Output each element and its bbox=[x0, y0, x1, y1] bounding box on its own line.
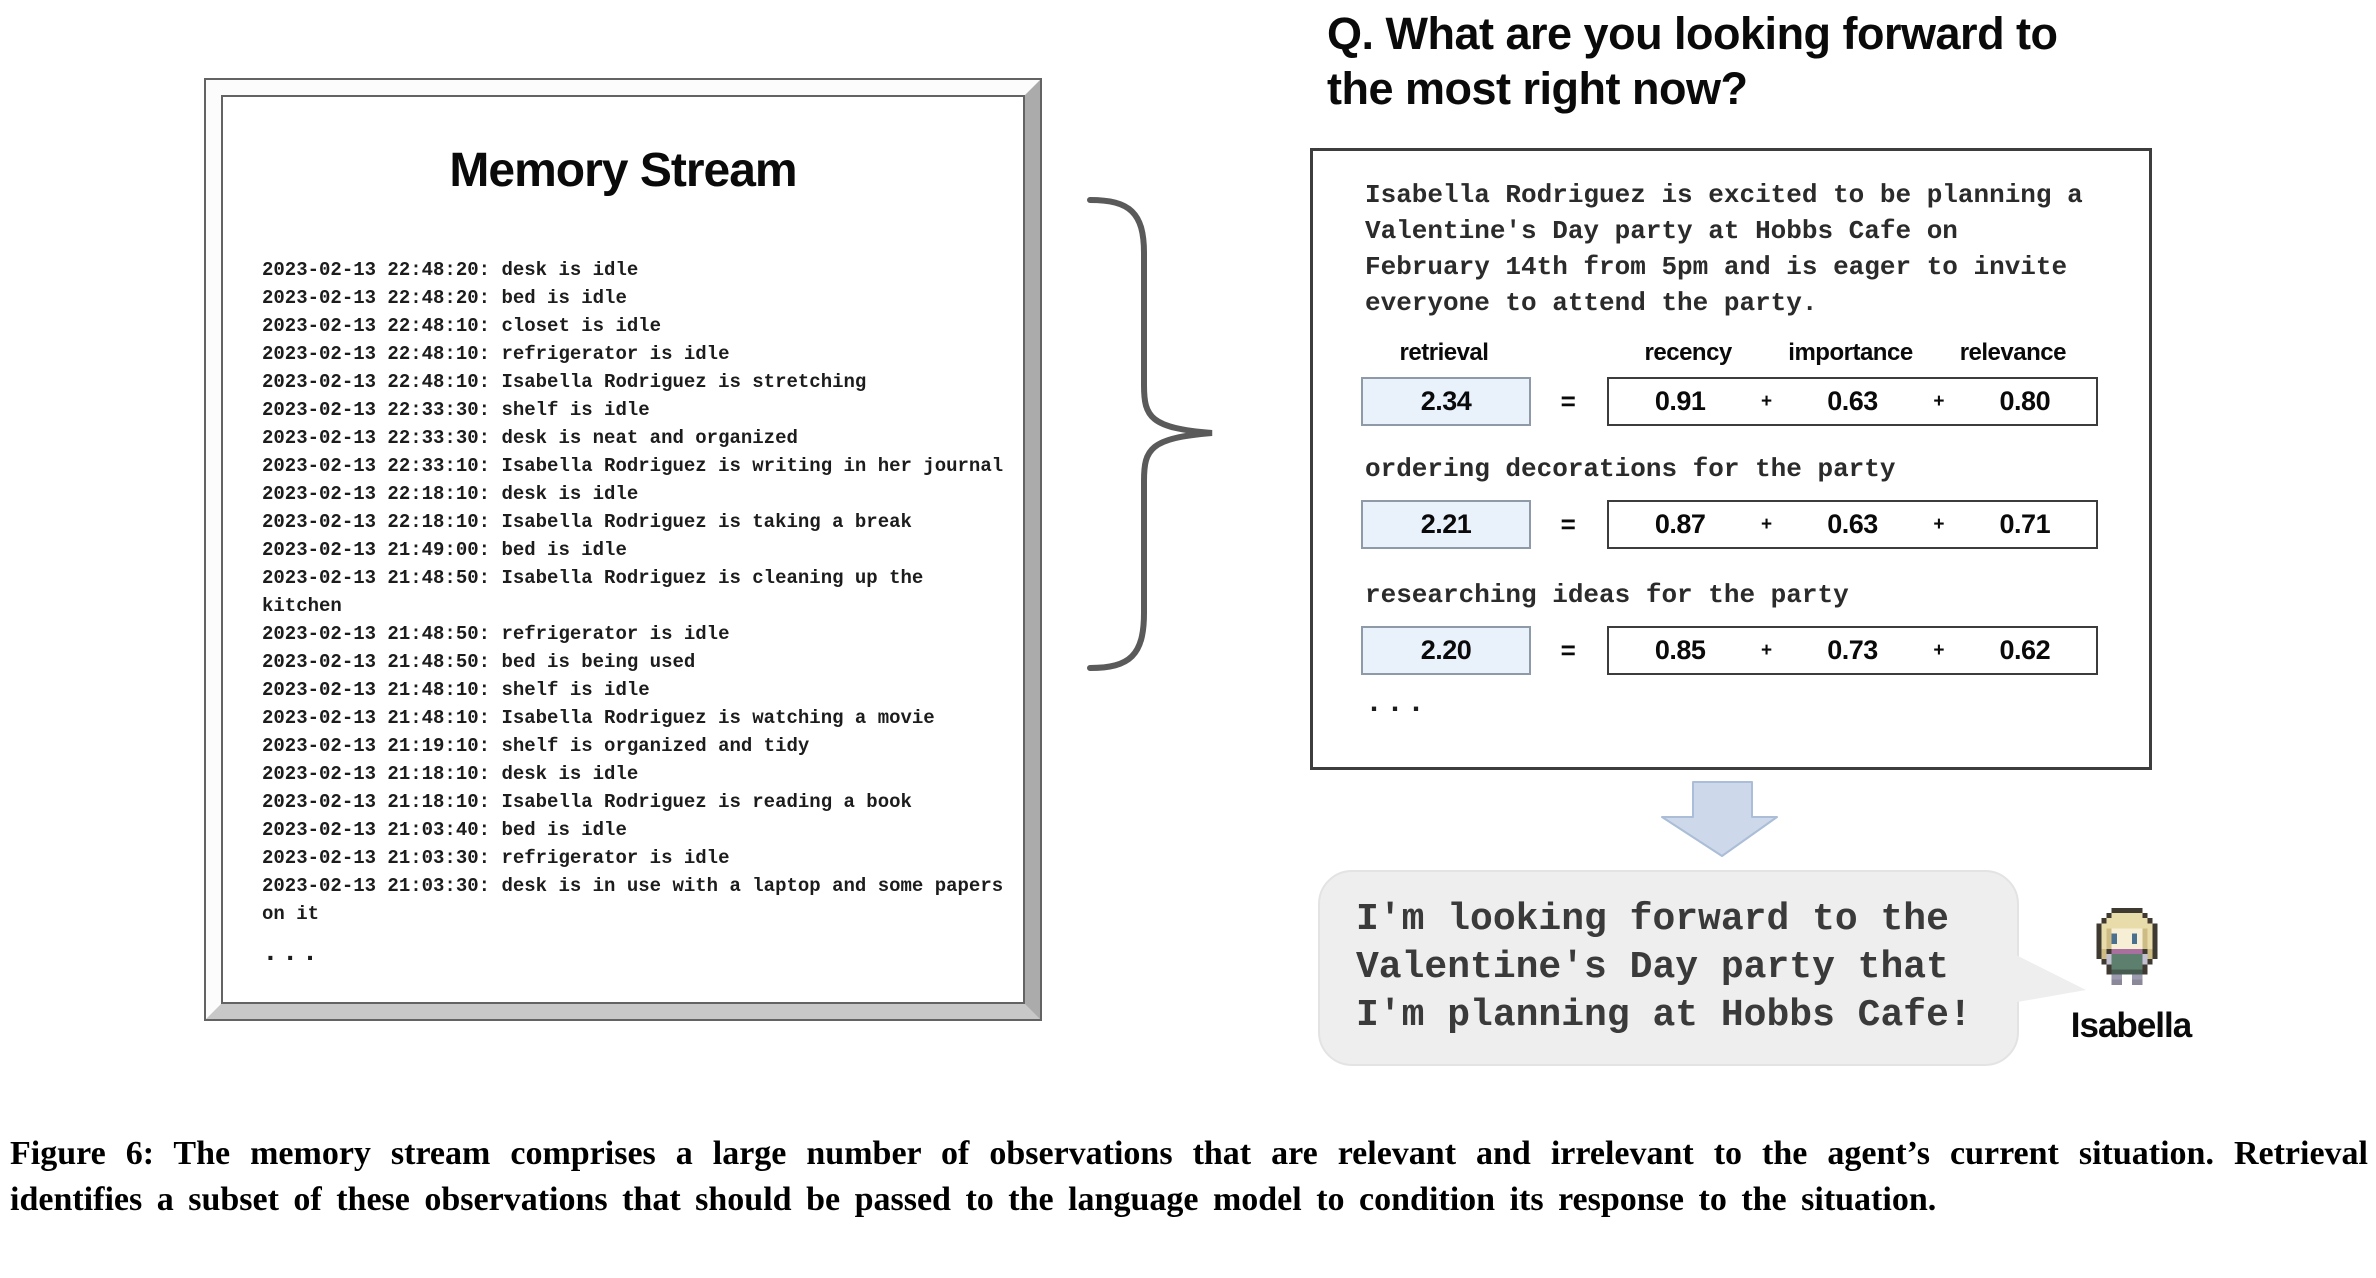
question-title: Q. What are you looking forward to the m… bbox=[1327, 6, 2058, 116]
memory-entry: on it bbox=[262, 903, 320, 925]
relevance-header: relevance bbox=[1959, 339, 2067, 366]
down-arrow-icon bbox=[1661, 781, 1778, 857]
isabella-sprite bbox=[2096, 908, 2158, 985]
speech-line: I'm planning at Hobbs Cafe! bbox=[1356, 994, 1972, 1037]
factors-box: 0.85 + 0.73 + 0.62 bbox=[1607, 626, 2098, 675]
memory-entry: 2023-02-13 22:18:10: Isabella Rodriguez … bbox=[262, 511, 912, 533]
recency-value: 0.87 bbox=[1654, 509, 1706, 539]
memory-entry: 2023-02-13 21:19:10: shelf is organized … bbox=[262, 735, 810, 757]
memory-summary: Isabella Rodriguez is excited to be plan… bbox=[1365, 177, 2083, 321]
relevance-value: 0.71 bbox=[1999, 509, 2051, 539]
frame-bevel: Memory Stream 2023-02-13 22:48:20: desk … bbox=[206, 80, 1040, 1019]
speech-bubble-tail bbox=[2006, 950, 2086, 1004]
memory-stream-list: 2023-02-13 22:48:20: desk is idle 2023-02… bbox=[262, 256, 1023, 928]
memory-entry: 2023-02-13 22:33:30: shelf is idle bbox=[262, 399, 650, 421]
speech-line: I'm looking forward to the bbox=[1356, 898, 1949, 941]
memory-stream-frame: Memory Stream 2023-02-13 22:48:20: desk … bbox=[204, 78, 1042, 1021]
retrieval-score-box: 2.21 bbox=[1361, 500, 1531, 549]
memory-entry: 2023-02-13 21:03:40: bed is idle bbox=[262, 819, 627, 841]
retrieval-score-box: 2.20 bbox=[1361, 626, 1531, 675]
memory-entry: 2023-02-13 22:18:10: desk is idle bbox=[262, 483, 639, 505]
speech-line: Valentine's Day party that bbox=[1356, 946, 1949, 989]
equals-sign: = bbox=[1560, 635, 1576, 665]
memory-entry: 2023-02-13 21:48:10: Isabella Rodriguez … bbox=[262, 707, 935, 729]
frame-inner: Memory Stream 2023-02-13 22:48:20: desk … bbox=[221, 95, 1025, 1004]
relevance-value: 0.62 bbox=[1999, 635, 2051, 665]
retrieval-header: retrieval bbox=[1399, 339, 1489, 366]
memory-entry: 2023-02-13 21:03:30: refrigerator is idl… bbox=[262, 847, 730, 869]
factor-headers: recency importance relevance bbox=[1607, 339, 2094, 367]
plus-icon: + bbox=[1933, 513, 1944, 535]
memory-entry: 2023-02-13 21:48:50: refrigerator is idl… bbox=[262, 623, 730, 645]
recency-value: 0.91 bbox=[1654, 386, 1706, 416]
memory-entry: 2023-02-13 21:18:10: desk is idle bbox=[262, 763, 639, 785]
importance-value: 0.73 bbox=[1827, 635, 1878, 665]
importance-header: importance bbox=[1788, 339, 1913, 366]
summary-line: Valentine's Day party at Hobbs Cafe on bbox=[1365, 216, 1958, 246]
summary-line: everyone to attend the party. bbox=[1365, 288, 1818, 318]
observation-label: ordering decorations for the party bbox=[1365, 454, 1896, 484]
recency-value: 0.85 bbox=[1654, 635, 1706, 665]
memory-entry: 2023-02-13 21:03:30: desk is in use with… bbox=[262, 875, 1004, 897]
memory-ellipsis: ... bbox=[262, 938, 322, 969]
plus-icon: + bbox=[1933, 390, 1944, 412]
memory-entry: 2023-02-13 21:48:50: Isabella Rodriguez … bbox=[262, 567, 924, 589]
importance-value: 0.63 bbox=[1827, 386, 1878, 416]
equals-sign: = bbox=[1560, 386, 1576, 416]
retrieval-panel: Isabella Rodriguez is excited to be plan… bbox=[1310, 148, 2152, 770]
plus-icon: + bbox=[1761, 390, 1772, 412]
retrieval-score-box: 2.34 bbox=[1361, 377, 1531, 426]
recency-header: recency bbox=[1644, 339, 1733, 366]
memory-entry: 2023-02-13 22:48:10: Isabella Rodriguez … bbox=[262, 371, 867, 393]
memory-entry: 2023-02-13 22:48:10: refrigerator is idl… bbox=[262, 343, 730, 365]
memory-entry: 2023-02-13 21:48:50: bed is being used bbox=[262, 651, 696, 673]
memory-entry: 2023-02-13 21:49:00: bed is idle bbox=[262, 539, 627, 561]
plus-icon: + bbox=[1933, 639, 1944, 661]
observation-label: researching ideas for the party bbox=[1365, 580, 1849, 610]
memory-entry: 2023-02-13 22:48:20: desk is idle bbox=[262, 259, 639, 281]
memory-stream-title: Memory Stream bbox=[449, 144, 797, 197]
summary-line: February 14th from 5pm and is eager to i… bbox=[1365, 252, 2068, 282]
equals-sign: = bbox=[1560, 509, 1576, 539]
importance-value: 0.63 bbox=[1827, 509, 1878, 539]
memory-entry: kitchen bbox=[262, 595, 342, 617]
factors-box: 0.91 + 0.63 + 0.80 bbox=[1607, 377, 2098, 426]
factors-box: 0.87 + 0.63 + 0.71 bbox=[1607, 500, 2098, 549]
question-line-1: Q. What are you looking forward to bbox=[1327, 8, 2058, 59]
memory-entry: 2023-02-13 22:48:10: closet is idle bbox=[262, 315, 662, 337]
memory-entry: 2023-02-13 21:48:10: shelf is idle bbox=[262, 679, 650, 701]
summary-line: Isabella Rodriguez is excited to be plan… bbox=[1365, 180, 2083, 210]
curly-brace-icon bbox=[1087, 197, 1213, 671]
memory-entry: 2023-02-13 21:18:10: Isabella Rodriguez … bbox=[262, 791, 912, 813]
figure-caption: Figure 6: The memory stream comprises a … bbox=[10, 1135, 2368, 1218]
isabella-label: Isabella bbox=[2070, 1006, 2192, 1045]
memory-entry: 2023-02-13 22:33:10: Isabella Rodriguez … bbox=[262, 455, 1004, 477]
plus-icon: + bbox=[1761, 513, 1772, 535]
memory-entry: 2023-02-13 22:33:30: desk is neat and or… bbox=[262, 427, 798, 449]
panel-ellipsis: ... bbox=[1365, 687, 1429, 721]
relevance-value: 0.80 bbox=[1999, 386, 2051, 416]
plus-icon: + bbox=[1761, 639, 1772, 661]
question-line-2: the most right now? bbox=[1327, 63, 1748, 114]
memory-entry: 2023-02-13 22:48:20: bed is idle bbox=[262, 287, 627, 309]
